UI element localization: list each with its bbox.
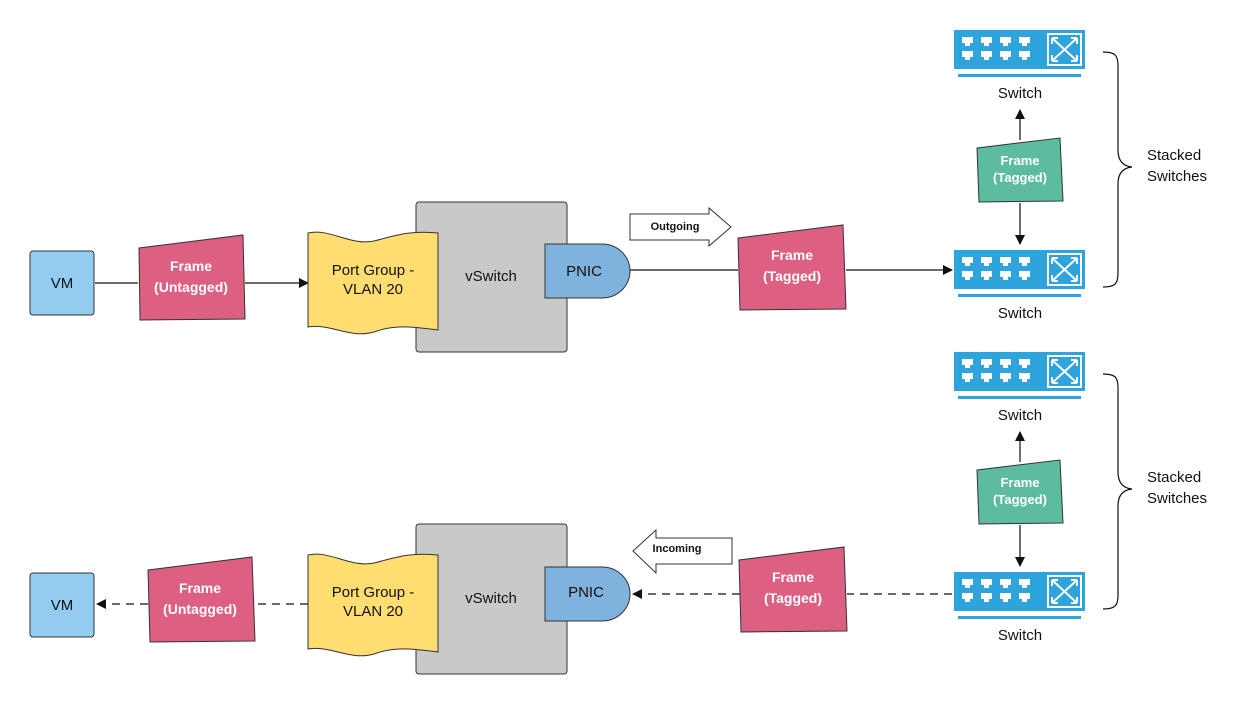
- switch-bottom: Switch: [953, 249, 1086, 322]
- frame-label-line1: Frame: [170, 258, 212, 274]
- stack-frame-tagged: Frame (Tagged): [976, 137, 1064, 203]
- stacked-label-line1: Stacked: [1147, 469, 1201, 486]
- stack-brace: [1102, 51, 1133, 288]
- port-group-line1: Port Group -: [332, 262, 415, 279]
- frame-tagged-line2: (Tagged): [764, 590, 822, 606]
- frame-tagged: Frame (Tagged): [737, 224, 847, 311]
- stack-frame-tagged: Frame (Tagged): [976, 459, 1064, 525]
- port-group-line2: VLAN 20: [343, 603, 403, 620]
- pnic-label: PNIC: [566, 263, 602, 280]
- frame-untagged: Frame (Untagged): [138, 234, 246, 321]
- vswitch-box: vSwitch: [415, 201, 568, 353]
- port-group-line2: VLAN 20: [343, 281, 403, 298]
- stack-frame-line1: Frame: [1000, 153, 1039, 168]
- port-group: Port Group - VLAN 20: [307, 553, 439, 657]
- switch-top: Switch: [953, 29, 1086, 102]
- incoming-flow: VM Frame (Untagged) vSwitch Port Group -…: [29, 351, 1207, 675]
- vswitch-box: vSwitch: [415, 523, 568, 675]
- incoming-label: Incoming: [653, 543, 702, 555]
- vswitch-label: vSwitch: [465, 268, 517, 285]
- frame-tagged-line1: Frame: [771, 247, 813, 263]
- stacked-label-line1: Stacked: [1147, 147, 1201, 164]
- vswitch-label: vSwitch: [465, 590, 517, 607]
- port-group-line1: Port Group -: [332, 584, 415, 601]
- incoming-direction-arrow: Incoming: [632, 528, 733, 575]
- stacked-label-line2: Switches: [1147, 490, 1207, 507]
- vm-label: VM: [51, 597, 74, 614]
- pnic: PNIC: [544, 566, 631, 622]
- outgoing-label: Outgoing: [651, 221, 700, 233]
- switch-bottom-label: Switch: [998, 627, 1042, 644]
- switch-bottom: Switch: [953, 571, 1086, 644]
- switch-bottom-label: Switch: [998, 305, 1042, 322]
- vm-box: VM: [29, 572, 95, 638]
- vm-label: VM: [51, 275, 74, 292]
- pnic: PNIC: [544, 243, 631, 299]
- frame-untagged: Frame (Untagged): [147, 556, 256, 643]
- switch-top-label: Switch: [998, 85, 1042, 102]
- outgoing-direction-arrow: Outgoing: [629, 206, 732, 248]
- stack-frame-line2: (Tagged): [993, 492, 1047, 507]
- stack-frame-line1: Frame: [1000, 475, 1039, 490]
- outgoing-flow: VM Frame (Untagged) vSwitch Port Group -…: [29, 29, 1207, 353]
- port-group: Port Group - VLAN 20: [307, 231, 439, 335]
- stacked-label-line2: Switches: [1147, 168, 1207, 185]
- switch-top: Switch: [953, 351, 1086, 424]
- frame-tagged-line2: (Tagged): [763, 268, 821, 284]
- frame-label-line2: (Untagged): [154, 279, 228, 295]
- frame-label-line2: (Untagged): [163, 601, 237, 617]
- stack-brace: [1102, 373, 1133, 610]
- frame-tagged-line1: Frame: [772, 569, 814, 585]
- vm-box: VM: [29, 250, 95, 316]
- frame-tagged: Frame (Tagged): [738, 546, 848, 633]
- frame-label-line1: Frame: [179, 580, 221, 596]
- stack-frame-line2: (Tagged): [993, 170, 1047, 185]
- pnic-label: PNIC: [568, 584, 604, 601]
- switch-top-label: Switch: [998, 407, 1042, 424]
